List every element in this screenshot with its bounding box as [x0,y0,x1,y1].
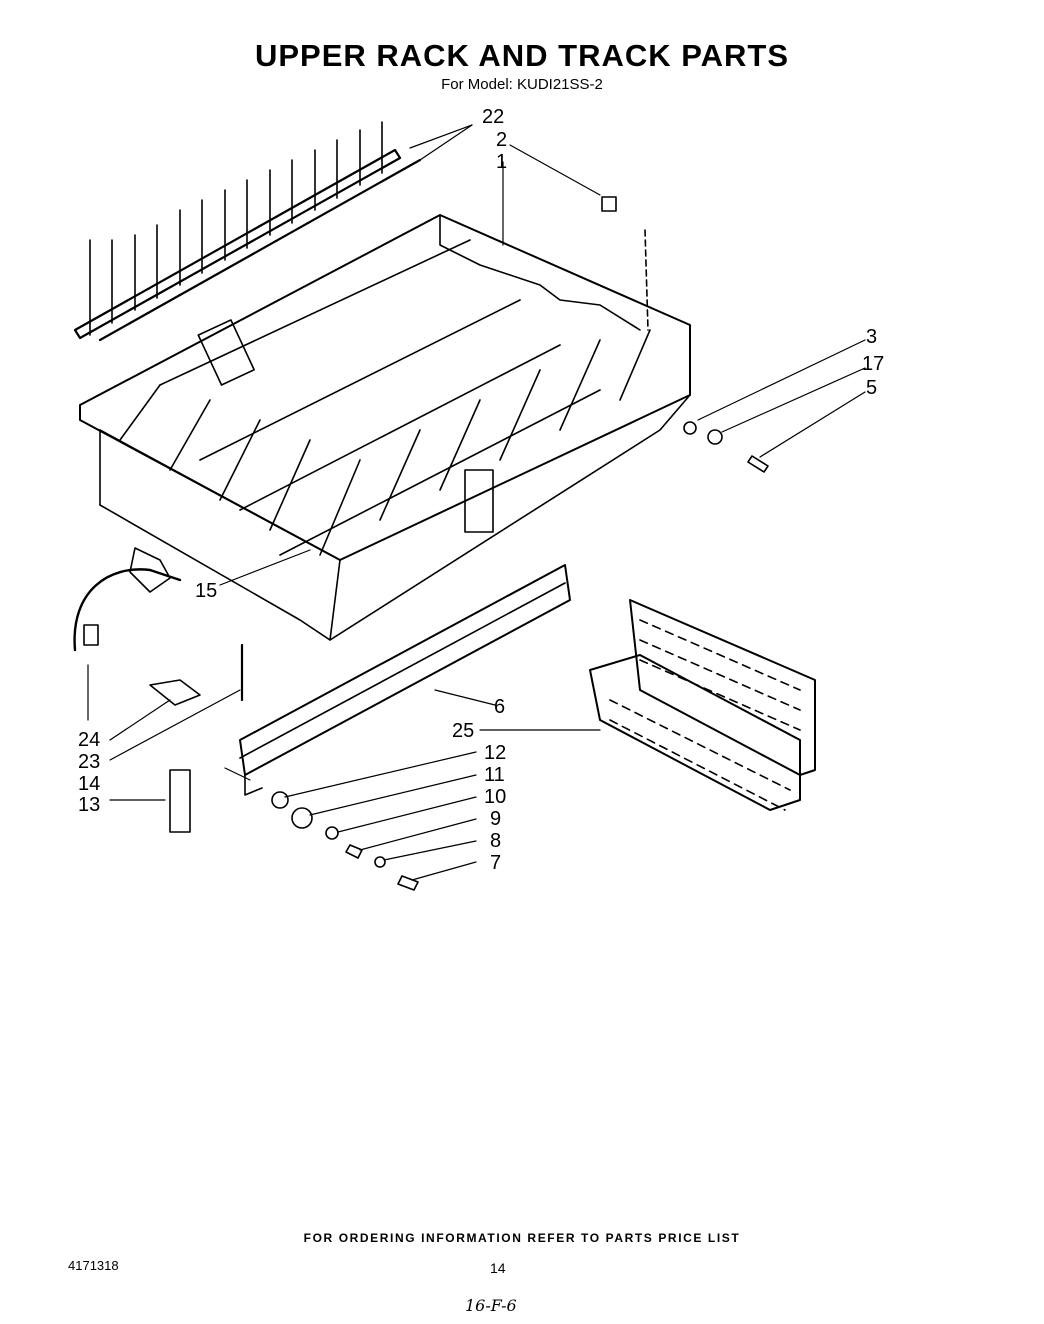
track-wheel-part [291,807,313,829]
track-stop-part [169,769,191,833]
callout-7: 7 [490,852,501,874]
callout-2: 2 [496,129,507,151]
spacer-part [374,856,386,868]
track-roller-part [271,791,289,809]
track-rail-part [239,564,571,796]
rack-roller-part [683,421,697,435]
callout-1: 1 [496,151,507,173]
harness-connector [129,547,171,593]
document-number: 4171318 [68,1258,119,1273]
track-bracket-part [149,679,201,706]
callout-6: 6 [494,696,505,718]
tine-row-part [73,121,422,342]
callout-3: 3 [866,326,877,348]
upper-rack-basket [79,214,691,641]
rack-clip-part [601,196,617,212]
callout-23: 23 [78,751,100,773]
callout-14: 14 [78,773,100,795]
page-number: 14 [490,1260,506,1276]
wire-harness-part [73,568,182,652]
track-screw-part [397,875,419,891]
callout-8: 8 [490,830,501,852]
callout-11: 11 [484,764,505,786]
stud-part [345,844,363,859]
callout-25: 25 [452,720,474,742]
callout-15: 15 [195,580,217,602]
ordering-note: FOR ORDERING INFORMATION REFER TO PARTS … [303,1231,741,1245]
callout-12: 12 [484,742,506,764]
washer-part [325,826,339,840]
roller-axle-part [707,429,723,445]
silverware-basket-part [589,599,816,811]
callout-24: 24 [78,729,100,751]
callout-10: 10 [484,786,506,808]
harness-plug [83,624,99,646]
callout-13: 13 [78,794,100,816]
callout-17: 17 [862,353,884,375]
page-title: UPPER RACK AND TRACK PARTS [254,38,790,73]
callout-5: 5 [866,377,877,399]
handwritten-note: 16-F-6 [465,1296,517,1315]
roller-screw-part [747,455,769,473]
callout-22: 22 [482,106,504,128]
callout-9: 9 [490,808,501,830]
model-subtitle: For Model: KUDI21SS-2 [441,76,603,93]
